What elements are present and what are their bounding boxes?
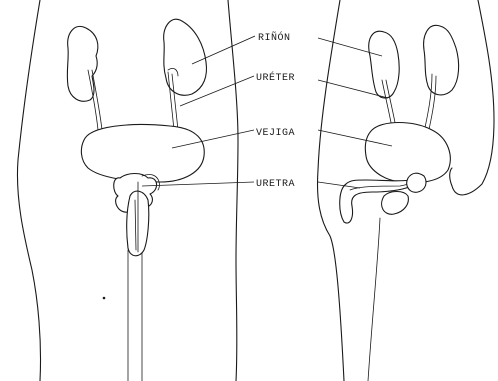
side-view-figure <box>318 0 495 381</box>
front-right-kidney <box>164 19 207 95</box>
label-kidney: RIÑÓN <box>258 30 291 44</box>
label-ureter: URÉTER <box>256 70 295 84</box>
label-urethra: URETRA <box>256 179 295 190</box>
front-body-right-edge <box>228 0 238 381</box>
side-bladder <box>365 123 450 183</box>
front-body-left-edge <box>17 0 40 381</box>
side-scrotum <box>382 192 409 215</box>
front-left-kidney <box>67 26 98 101</box>
front-bladder <box>81 125 204 182</box>
side-far-kidney <box>424 25 459 95</box>
labels: RIÑÓN URÉTER VEJIGA URETRA <box>256 30 295 190</box>
label-bladder: VEJIGA <box>256 128 295 139</box>
side-body-front-edge <box>450 0 494 195</box>
side-body-back-edge <box>318 0 345 381</box>
front-view-figure <box>17 0 238 381</box>
side-prostate <box>407 173 426 192</box>
stray-dot <box>103 297 106 300</box>
side-leg-line <box>368 218 380 381</box>
